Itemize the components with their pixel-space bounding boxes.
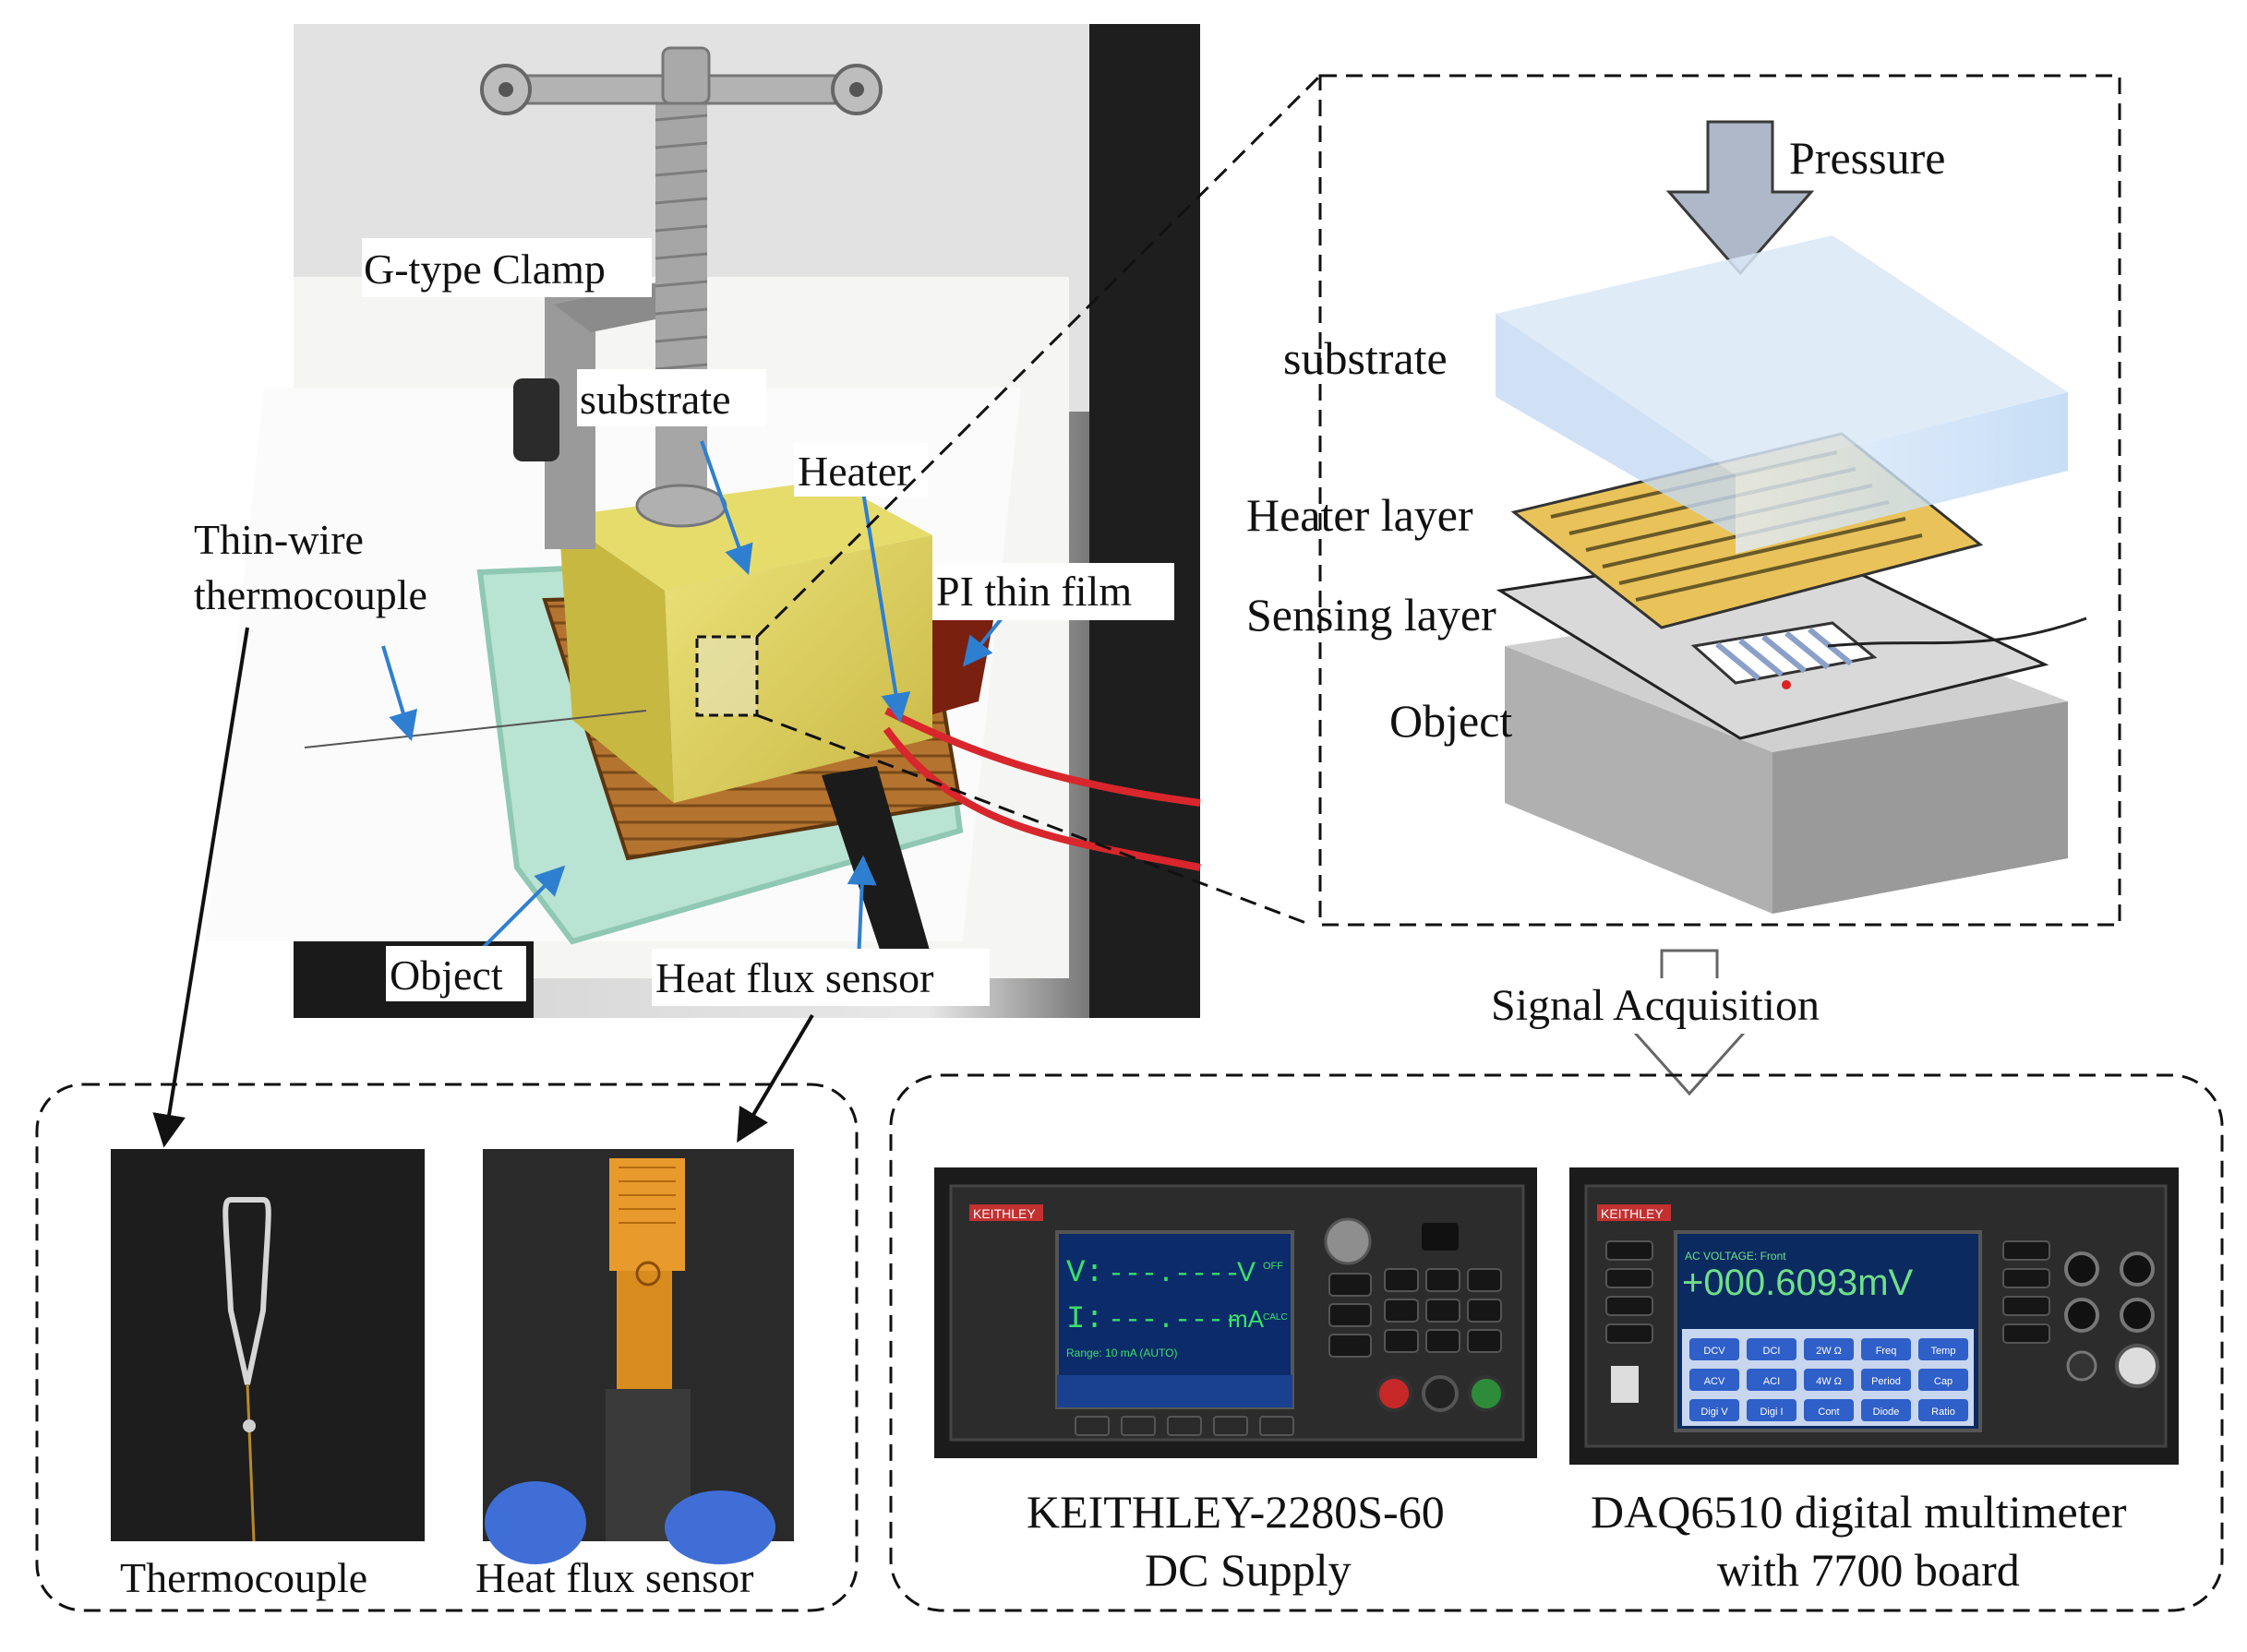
zoom-line-bottom	[756, 713, 1312, 927]
label-supply-model: KEITHLEY-2280S-60	[1027, 1486, 1445, 1538]
dmm-button-label: ACI	[1763, 1376, 1780, 1387]
heat-flux-sensor-photo	[483, 1149, 794, 1564]
label-heat-flux-photo: Heat flux sensor	[655, 954, 933, 1001]
dmm-button-label: Cap	[1934, 1376, 1953, 1387]
dmm-button	[1747, 1369, 1796, 1391]
label-thermocouple-inset: Thermocouple	[120, 1554, 367, 1601]
label-heater-photo: Heater	[798, 448, 911, 495]
dmm-button-label: 2W Ω	[1816, 1346, 1842, 1357]
setup-photo: G-type Clamp substrate Heater PI thin fi…	[205, 24, 1201, 1018]
label-substrate-schematic: substrate	[1283, 332, 1448, 384]
dmm-button	[1747, 1399, 1796, 1421]
dmm-button	[1918, 1399, 1968, 1421]
sensing-grid	[1690, 621, 1878, 685]
arrow-pi-film	[963, 617, 1003, 667]
label-thin-wire: Thin-wire	[194, 516, 364, 563]
supply-i-unit: mA	[1228, 1305, 1265, 1333]
label-supply-type: DC Supply	[1145, 1544, 1352, 1596]
dmm-button	[1861, 1338, 1911, 1360]
dmm-button	[1804, 1338, 1854, 1360]
dmm-brand: KEITHLEY	[1601, 1206, 1664, 1221]
supply-v-unit: V	[1237, 1257, 1256, 1287]
label-pi-thin-film: PI thin film	[936, 568, 1132, 615]
arrow-thermocouple-wire	[381, 645, 418, 742]
sensor-inset-frame	[35, 1083, 859, 1612]
arrow-to-heatflux-inset	[737, 1013, 814, 1143]
arrow-heat-flux	[847, 855, 877, 961]
dmm-button	[1689, 1369, 1739, 1391]
supply-off: OFF	[1263, 1261, 1283, 1272]
dmm-button-label: Temp	[1931, 1346, 1956, 1357]
label-pressure: Pressure	[1789, 132, 1945, 184]
dmm-button-label: 4W Ω	[1816, 1376, 1842, 1387]
arrow-object	[478, 865, 566, 952]
zoom-line-top	[755, 74, 1322, 639]
dmm-button-label: Cont	[1818, 1407, 1839, 1418]
dmm-button	[1689, 1399, 1739, 1421]
dmm-button-label: ACV	[1704, 1376, 1725, 1387]
pressure-arrow	[1665, 120, 1815, 276]
arrow-heater	[861, 491, 911, 724]
dmm-button	[1804, 1369, 1854, 1391]
label-object-photo: Object	[390, 952, 503, 999]
label-signal-acquisition: Signal Acquisition	[1491, 981, 1820, 1030]
supply-brand: KEITHLEY	[973, 1206, 1036, 1221]
label-object-schematic: Object	[1389, 695, 1512, 747]
dmm-button-label: Diode	[1873, 1407, 1900, 1418]
label-substrate-photo: substrate	[580, 376, 731, 423]
dmm-mode: AC VOLTAGE: Front	[1685, 1250, 1786, 1263]
dmm-button	[1918, 1338, 1968, 1360]
label-heater-layer: Heater layer	[1246, 489, 1473, 541]
supply-i-label: I:	[1066, 1302, 1104, 1337]
dmm-button	[1689, 1338, 1739, 1360]
dmm-button-label: DCV	[1703, 1346, 1725, 1357]
instrument-inset-frame	[889, 1073, 2224, 1612]
label-g-type-clamp: G-type Clamp	[364, 245, 606, 293]
supply-range: Range: 10 mA (AUTO)	[1066, 1347, 1178, 1359]
label-dmm-model: DAQ6510 digital multimeter	[1591, 1486, 2127, 1538]
dmm-button-label: Digi V	[1700, 1407, 1728, 1418]
dmm-reading: +000.6093mV	[1682, 1263, 1914, 1303]
label-dmm-board: with 7700 board	[1717, 1544, 2020, 1596]
dmm-button-label: Freq	[1876, 1346, 1897, 1357]
supply-v-value: ---.----	[1108, 1259, 1241, 1290]
dmm-button-label: DCI	[1763, 1346, 1781, 1357]
arrow-substrate	[700, 440, 753, 576]
dmm-button-label: Digi I	[1760, 1407, 1783, 1418]
label-thermocouple-photo: thermocouple	[194, 571, 427, 618]
dmm-button	[1918, 1369, 1968, 1391]
dmm-button	[1861, 1399, 1911, 1421]
supply-i-value: ---.----	[1108, 1305, 1241, 1336]
multimeter-photo: KEITHLEY AC VOLTAGE: Front +000.6093mV D…	[1569, 1167, 2179, 1465]
schematic-frame	[1318, 74, 2121, 927]
dmm-button-label: Period	[1871, 1376, 1901, 1387]
supply-calc: CALC	[1263, 1312, 1288, 1323]
arrow-to-thermocouple-inset	[152, 627, 249, 1148]
dmm-button	[1861, 1369, 1911, 1391]
label-sensing-layer: Sensing layer	[1246, 589, 1496, 640]
thermocouple-photo	[111, 1149, 425, 1542]
dmm-button	[1804, 1399, 1854, 1421]
dc-supply-photo: KEITHLEY V: ---.---- V OFF I: ---.---- m…	[934, 1167, 1537, 1458]
label-heat-flux-inset: Heat flux sensor	[475, 1554, 753, 1601]
layer-schematic: Pressure Object Sensing layer Heater lay…	[1246, 74, 2121, 927]
supply-v-label: V:	[1066, 1256, 1104, 1291]
dmm-button-label: Ratio	[1931, 1407, 1955, 1418]
dmm-button	[1747, 1338, 1796, 1360]
